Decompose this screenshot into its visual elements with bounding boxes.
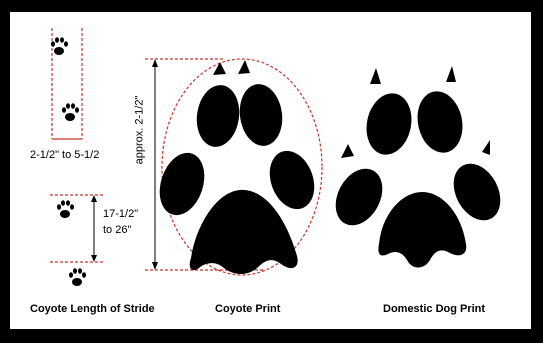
claw-mark (482, 140, 490, 155)
stride-width-label: 2-1/2" to 5-1/2 (30, 150, 99, 161)
toe-pad (326, 161, 391, 234)
claw-mark (341, 144, 354, 158)
stride-caption: Coyote Length of Stride (30, 304, 155, 315)
toe-pad (412, 87, 468, 157)
heel-pad (190, 190, 298, 274)
toe-pad (236, 81, 286, 148)
print-length-label: approx. 2-1/2" (135, 96, 146, 165)
arrow-down-icon (91, 255, 97, 262)
figure-frame: 2-1/2" to 5-1/2 17-1/2" to 26" approx. 2… (10, 12, 531, 329)
paw-icon (69, 268, 86, 286)
paw-icon (62, 103, 79, 121)
paw-icon (51, 37, 68, 55)
claw-mark (370, 68, 381, 84)
dog-print (326, 66, 509, 268)
dog-print-caption: Domestic Dog Print (383, 304, 485, 315)
stride-length-label-top: 17-1/2" (103, 209, 138, 220)
coyote-print (152, 59, 322, 275)
claw-mark (238, 60, 250, 74)
claw-mark (213, 62, 226, 75)
stride-length-label-bottom: to 26" (103, 225, 131, 236)
arrow-down-icon (152, 262, 158, 270)
toe-pad (152, 147, 212, 221)
heel-pad (378, 192, 466, 268)
toe-pad (361, 89, 417, 159)
arrow-up-icon (152, 59, 158, 67)
coyote-print-caption: Coyote Print (215, 304, 280, 315)
claw-mark (446, 66, 456, 82)
arrow-up-icon (91, 195, 97, 202)
track-illustration (10, 12, 531, 329)
toe-pad (193, 82, 243, 149)
paw-icon (57, 200, 74, 218)
